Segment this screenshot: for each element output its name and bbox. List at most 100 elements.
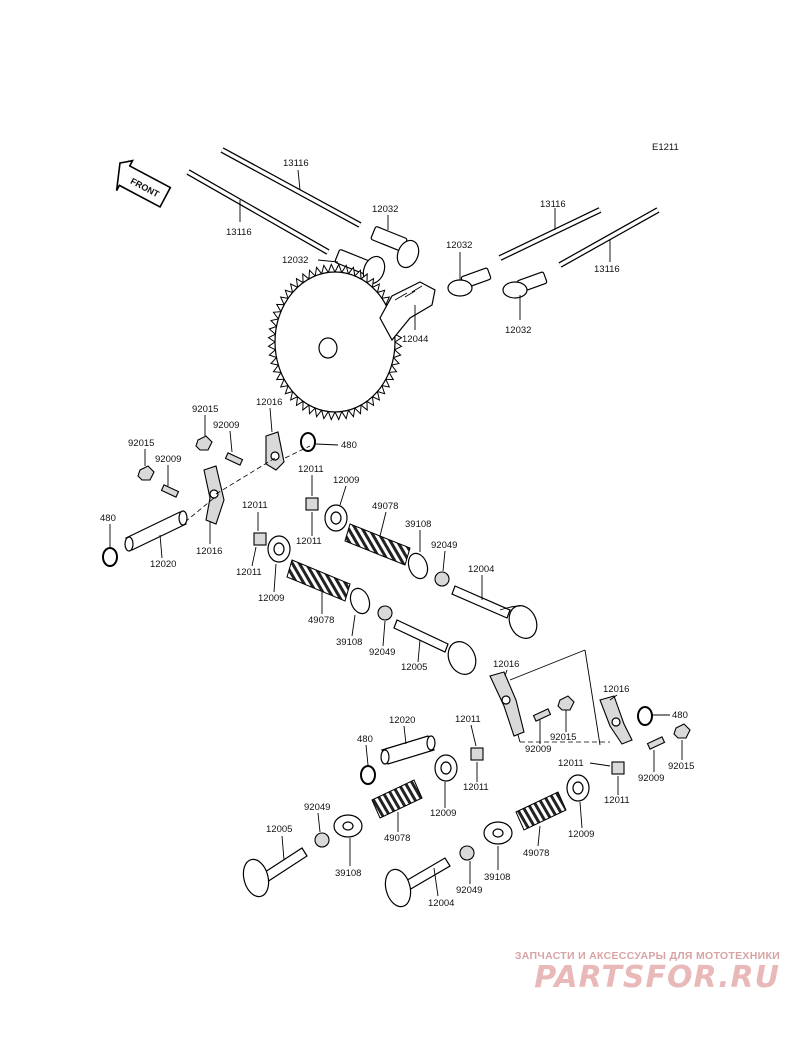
gear-tooth [394,341,403,351]
label-screw-a: 92009 [213,420,239,431]
label-seal-f: 12011 [604,795,630,806]
label-arm-b: 12016 [196,546,222,557]
spring-retainer-lower-2 [483,821,513,845]
pushrod-lower-left [186,169,330,255]
label-collet-a: 92049 [431,540,457,551]
diagram-code: E1211 [652,142,679,153]
label-seal-e: 12011 [558,758,584,769]
label-spring-a: 49078 [372,501,398,512]
label-seal-d: 12011 [236,567,262,578]
label-valve-ex-a: 12004 [468,564,494,575]
pushrod-right-2 [558,207,660,268]
label-pushrod-b: 13116 [226,227,252,238]
label-spring-c: 49078 [384,833,410,844]
label-screw-d: 92009 [638,773,664,784]
spring-seat-lower-1 [434,754,458,782]
label-valve-in-b: 12005 [266,824,292,835]
label-nut-a: 92015 [192,404,218,415]
valve-seal-upper-2 [253,532,267,546]
label-nut-d: 92015 [668,761,694,772]
adjust-screw-upper-2 [160,484,180,498]
adjust-screw-upper-1 [224,452,244,466]
spring-seat-lower-2 [566,774,590,802]
nut-upper-2 [137,465,155,481]
adjust-screw-lower-2 [646,736,666,750]
label-seat-b: 12009 [258,593,284,604]
label-clip-d: 480 [357,734,373,745]
label-pushrod-c: 13116 [540,199,566,210]
nut-upper-1 [195,435,213,451]
label-seal-c: 12011 [242,500,268,511]
watermark-logo: PARTSFOR.RU [534,960,780,995]
circlip-lower-left [360,765,376,785]
collet-lower-2 [459,845,475,861]
label-clip-a: 480 [341,440,357,451]
label-seat-c: 12009 [430,808,456,819]
label-retainer-c: 39108 [335,868,361,879]
intake-valve-upper [393,619,477,675]
lifter-2 [334,249,386,285]
rocker-arm-lower-right [599,695,633,745]
watermark: ЗАПЧАСТИ И АКСЕССУАРЫ ДЛЯ МОТОТЕХНИКИ PA… [515,950,780,994]
collet-upper-2 [377,605,393,621]
label-retainer-a: 39108 [405,519,431,530]
intake-valve-lower [242,847,308,898]
gear-tooth [327,263,336,273]
exhaust-valve-upper [451,585,538,639]
label-screw-c: 92009 [525,744,551,755]
label-lifter-b: 12032 [282,255,308,266]
valve-spring-upper-2 [286,559,351,602]
gear-tooth [334,411,343,421]
label-screw-b: 92009 [155,454,181,465]
label-camshaft: 12044 [402,334,428,345]
label-seal-g: 12011 [455,714,481,725]
nut-lower-1 [557,695,575,711]
valve-seal-upper-1 [305,497,319,511]
circlip-upper-right [300,432,316,452]
label-arm-d: 12016 [603,684,629,695]
camshaft-gear [267,263,436,421]
valve-spring-upper-1 [344,523,411,566]
pushrod-right-1 [498,207,602,261]
label-arm-a: 12016 [256,397,282,408]
label-collet-c: 92049 [304,802,330,813]
label-spring-d: 49078 [523,848,549,859]
watermark-tagline: ЗАПЧАСТИ И АКСЕССУАРЫ ДЛЯ МОТОТЕХНИКИ [514,950,780,962]
label-seal-h: 12011 [463,782,489,793]
label-seat-a: 12009 [333,475,359,486]
label-clip-b: 480 [100,513,116,524]
label-retainer-b: 39108 [336,637,362,648]
rocker-shaft-lower [380,735,436,765]
label-seat-d: 12009 [568,829,594,840]
spring-retainer-upper-2 [349,587,371,615]
exhaust-valve-lower [384,857,451,908]
rocker-shaft-upper [124,510,188,552]
rocker-arm-lower-left [489,671,525,737]
lifter-1 [370,226,420,269]
label-clip-c: 480 [672,710,688,721]
label-collet-d: 92049 [456,885,482,896]
rocker-arm-upper [265,431,285,471]
lifter-4 [502,271,548,299]
spring-retainer-upper-1 [407,552,429,580]
gear-tooth [334,263,343,273]
label-shaft-a: 12020 [150,559,176,570]
circlip-lower-right [637,706,653,726]
valve-spring-lower-1 [371,779,423,819]
label-pushrod-d: 13116 [594,264,620,275]
gear-tooth [267,333,276,343]
nut-lower-2 [673,723,691,739]
collet-upper-1 [434,571,450,587]
valve-spring-lower-2 [515,791,567,831]
label-shaft-b: 12020 [389,715,415,726]
label-valve-in-a: 12005 [401,662,427,673]
label-arm-c: 12016 [493,659,519,670]
label-lifter-d: 12032 [505,325,531,336]
valve-seal-lower-2 [611,761,625,775]
label-retainer-d: 39108 [484,872,510,883]
label-lifter-c: 12032 [446,240,472,251]
spring-seat-upper-1 [324,504,348,532]
label-collet-b: 92049 [369,647,395,658]
front-arrow-icon: FRONT [115,159,172,209]
